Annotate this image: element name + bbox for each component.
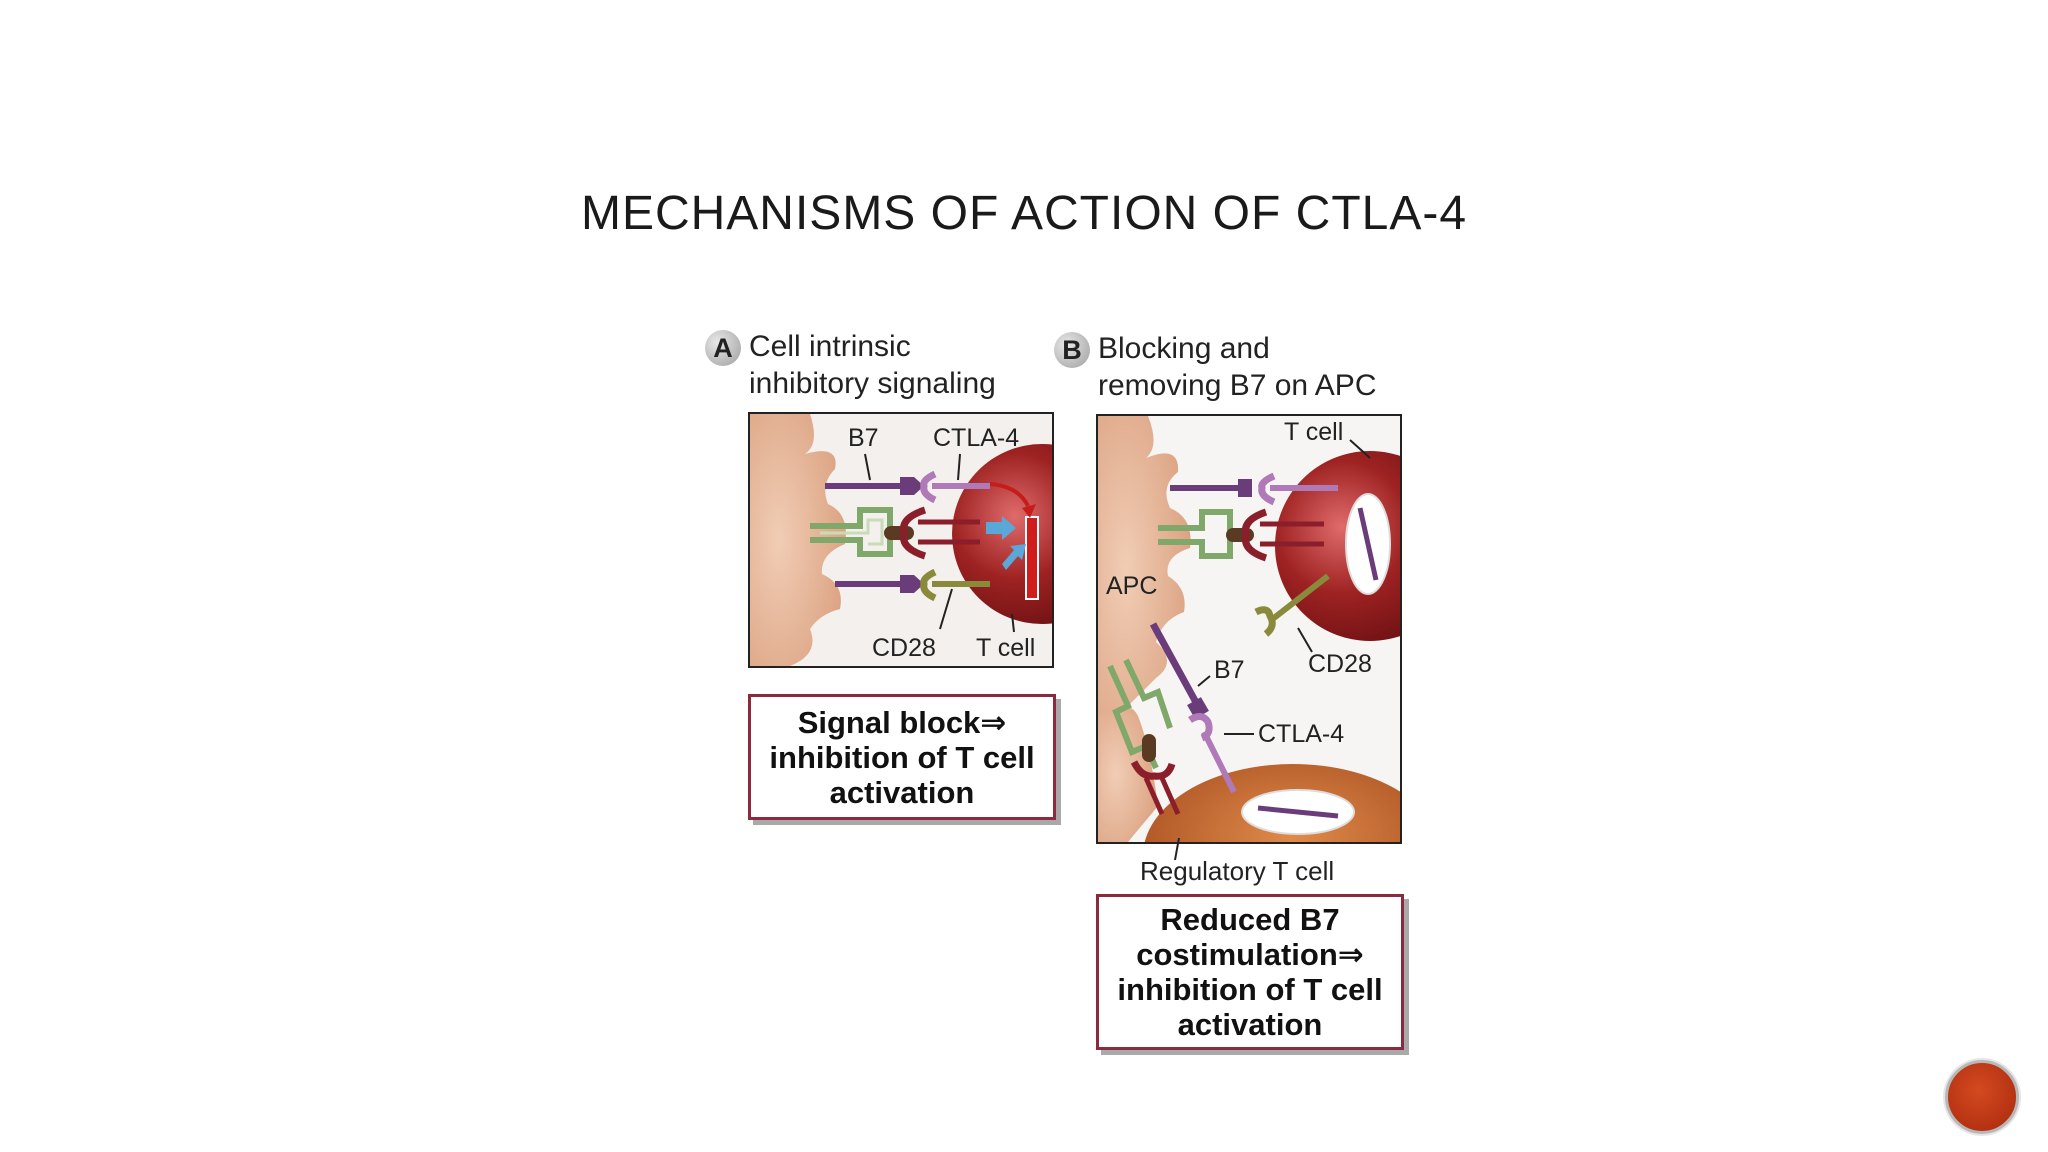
leader-b7	[864, 453, 871, 481]
panel-a-badge: A	[705, 330, 741, 366]
b7-bottom-head	[900, 575, 914, 593]
cd28-free-stalk	[1268, 573, 1330, 624]
inhibition-bar	[1025, 516, 1039, 600]
tcr-diagonal-stalk-1	[1143, 776, 1165, 816]
b7-top-head	[1238, 479, 1252, 497]
b7-top-head	[900, 477, 914, 495]
label-regulatory-t-cell: Regulatory T cell	[1140, 856, 1335, 886]
panel-b-illustration: T cell APC CD28 B7 CTLA-4	[1098, 416, 1400, 842]
panel-a-result-text: Signal block⇒ inhibition of T cell activ…	[769, 704, 1035, 810]
leader-tcell	[1349, 439, 1371, 459]
mhc-inner	[820, 518, 884, 546]
label-cd28: CD28	[872, 634, 936, 662]
panel-a-illustration: B7 CTLA-4 CD28 T cell	[750, 414, 1052, 666]
leader-cd28	[939, 588, 953, 630]
panel-b-badge: B	[1054, 332, 1090, 368]
apc-cell-shape	[1098, 416, 1191, 726]
panel-a-heading: A Cell intrinsic inhibitory signaling	[705, 328, 996, 402]
cd28-receptor	[920, 568, 937, 602]
leader-cd28	[1297, 627, 1313, 653]
mhc-diagonal-2	[1123, 658, 1173, 729]
label-b7: B7	[848, 424, 879, 452]
panel-a-result-box: Signal block⇒ inhibition of T cell activ…	[748, 694, 1056, 820]
b7-diagonal-stalk	[1149, 622, 1202, 708]
inhibition-arrow	[989, 482, 1030, 507]
t-cell-receptor-inner	[1357, 507, 1379, 581]
slide-nav-button[interactable]	[1945, 1060, 2019, 1134]
leader-regulatory-t-cell	[1174, 838, 1180, 861]
label-b7: B7	[1214, 656, 1245, 684]
panel-b-heading: B Blocking and removing B7 on APC	[1054, 330, 1376, 404]
ctla4-top-receptor	[920, 470, 937, 504]
signal-arrow-2	[1002, 544, 1026, 570]
inhibition-arrow-head	[1022, 504, 1036, 518]
label-ctla4: CTLA-4	[1258, 720, 1344, 748]
b7-bottom-tip	[914, 575, 924, 593]
tcr-receptor	[1241, 508, 1268, 562]
panel-b-result-box: Reduced B7 costimulation⇒ inhibition of …	[1096, 894, 1404, 1050]
signal-arrow-1	[986, 516, 1016, 540]
panel-b-result-text: Reduced B7 costimulation⇒ inhibition of …	[1117, 902, 1383, 1042]
tcr-receptor	[899, 506, 927, 560]
b7-top-tip	[914, 477, 924, 495]
label-tcell: T cell	[1284, 418, 1343, 446]
leader-ctla4	[957, 453, 961, 481]
panel-a-figure: B7 CTLA-4 CD28 T cell	[748, 412, 1054, 668]
apc-cell-shape	[750, 414, 846, 666]
slide-title: MECHANISMS OF ACTION OF CTLA-4	[580, 187, 1468, 240]
cd28-free-receptor	[1254, 606, 1276, 637]
b7-diagonal-head	[1187, 697, 1209, 719]
peptide-diagonal	[1142, 734, 1156, 762]
peptide	[884, 526, 914, 540]
panel-b-heading-text: Blocking and removing B7 on APC	[1098, 332, 1377, 402]
peptide	[1226, 528, 1254, 542]
ctla4-diagonal-stalk	[1201, 730, 1237, 794]
label-cd28: CD28	[1308, 650, 1372, 678]
ctla4-top-receptor	[1258, 472, 1276, 506]
treg-receptor-inner	[1257, 805, 1339, 819]
label-tcell: T cell	[976, 634, 1035, 662]
leader-b7	[1197, 675, 1211, 687]
panel-a-heading-text: Cell intrinsic inhibitory signaling	[749, 330, 996, 400]
leader-tcell	[1011, 613, 1015, 633]
label-ctla4: CTLA-4	[933, 424, 1019, 452]
panel-b-figure: T cell APC CD28 B7 CTLA-4	[1096, 414, 1402, 844]
tcr-diagonal	[1130, 760, 1176, 780]
tcr-diagonal-stalk-2	[1159, 776, 1181, 816]
label-apc: APC	[1106, 572, 1157, 600]
